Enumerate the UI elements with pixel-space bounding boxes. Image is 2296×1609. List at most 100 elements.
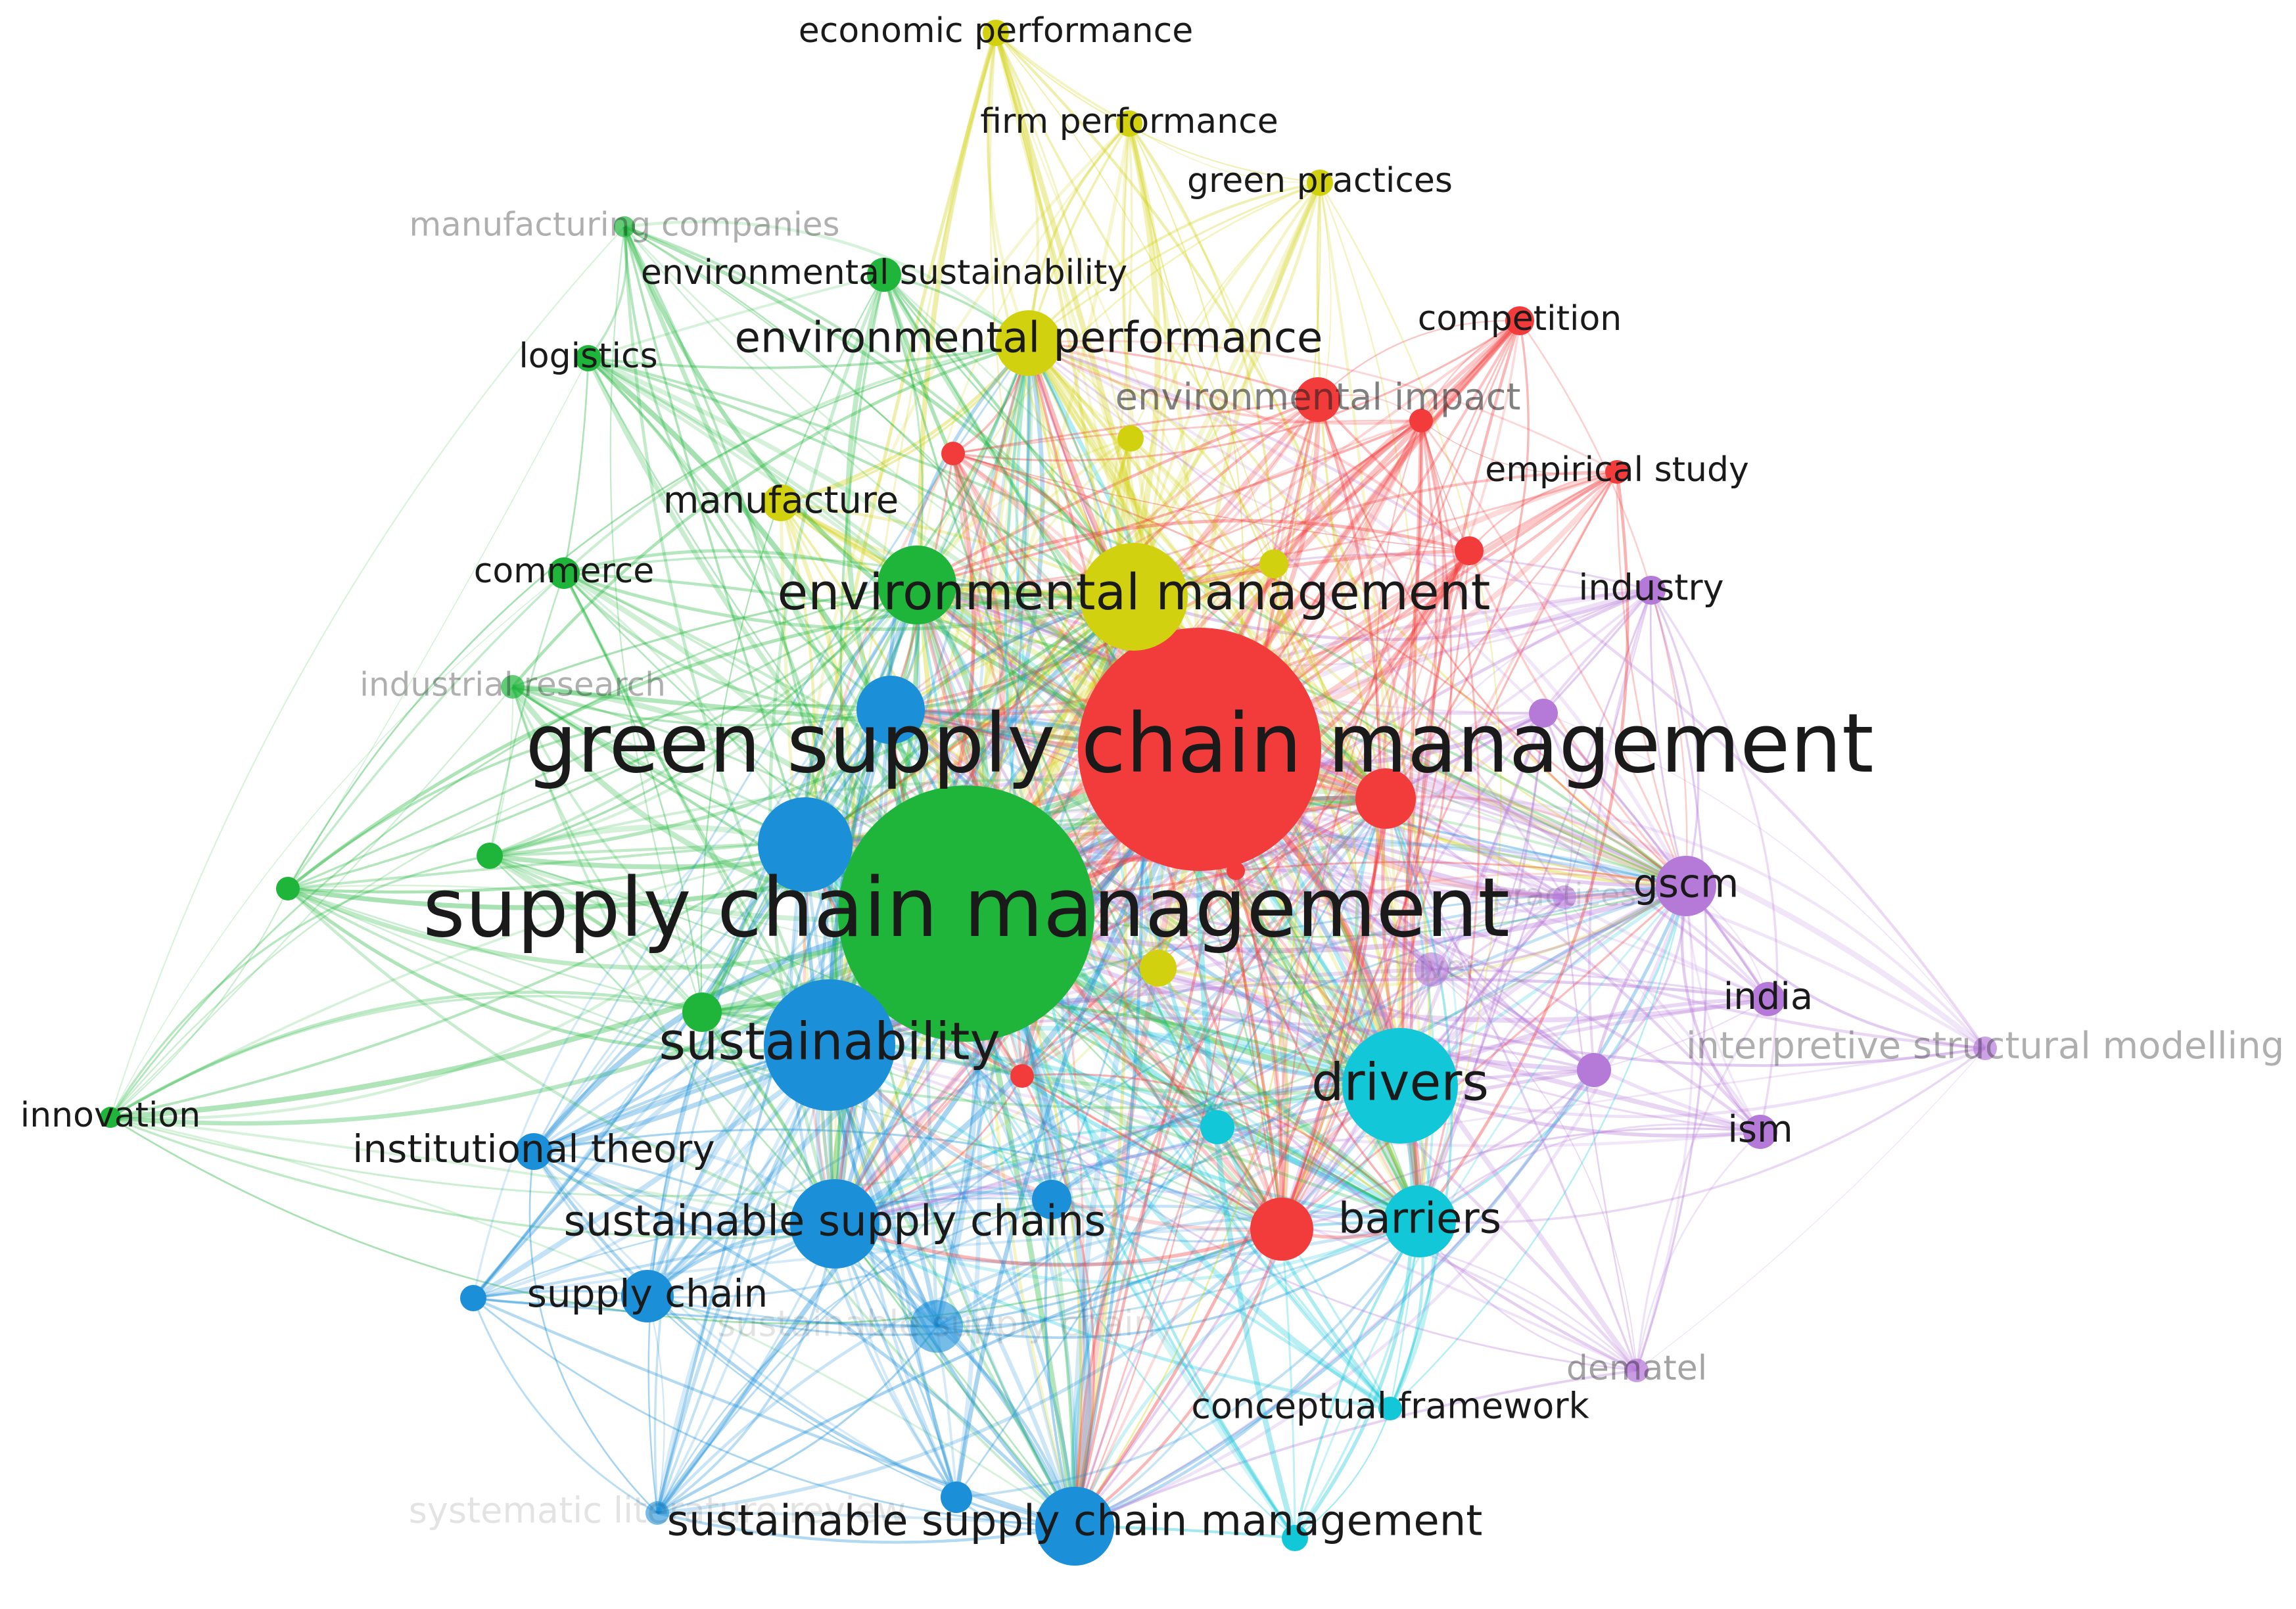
node-practices[interactable] [1553,885,1576,909]
node-ssc[interactable] [790,1179,879,1269]
node-env-sust[interactable] [867,258,901,292]
node-unlabeled[interactable] [1409,409,1433,432]
node-unlabeled[interactable] [1250,1198,1313,1261]
node-competition[interactable] [1505,306,1534,335]
node-manuf-comp[interactable] [614,216,635,237]
label-ssc: sustainable supply chains [563,1198,1106,1246]
node-ism[interactable] [1743,1115,1777,1149]
link-edge [833,1222,1077,1527]
node-unlabeled[interactable] [460,1285,486,1311]
link-edge [1317,399,1413,1086]
node-econ-perf[interactable] [983,20,1009,46]
link-edge [1635,998,1769,1371]
node-supply-chain[interactable] [621,1270,674,1322]
link-edge [533,1140,836,1225]
node-unlabeled[interactable] [1455,536,1484,565]
node-unlabeled[interactable] [1577,1053,1611,1087]
node-manufacture[interactable] [762,484,799,521]
node-ism-model[interactable] [1973,1037,1997,1060]
node-unlabeled[interactable] [941,442,965,465]
node-gscm-main[interactable] [1078,628,1321,871]
node-unlabeled[interactable] [941,1481,972,1513]
link-edge [1050,884,1687,1201]
node-industry[interactable] [1637,576,1666,605]
link-edge [489,855,1076,1527]
node-ssc-faded[interactable] [910,1300,963,1353]
node-env-perf[interactable] [996,310,1062,376]
label-gscm-main: green supply chain management [525,697,1873,791]
node-sys-lit[interactable] [645,1501,669,1525]
link-edge [916,584,1986,1050]
node-green-pract[interactable] [1307,170,1333,196]
node-unlabeled[interactable] [477,843,503,869]
link-edge [1685,885,1986,1050]
node-unlabeled[interactable] [856,676,925,744]
node-unlabeled[interactable] [1529,699,1558,728]
link-edge [883,273,1135,598]
node-unlabeled[interactable] [682,992,722,1032]
link-edge [624,225,1283,1230]
node-unlabeled[interactable] [276,877,300,900]
link-edge [1073,471,1618,1527]
link-edge [533,1129,1282,1230]
node-scm[interactable] [838,785,1094,1042]
node-conc-frame[interactable] [1378,1397,1402,1420]
node-firm-perf[interactable] [1116,110,1142,137]
node-logistics[interactable] [575,345,601,371]
node-unlabeled[interactable] [1140,950,1177,987]
link-edge [995,32,1321,183]
node-unlabeled[interactable] [1200,1110,1234,1144]
link-edge [780,342,1030,505]
node-unlabeled[interactable] [1227,862,1245,880]
node-india[interactable] [1751,982,1785,1016]
link-edge [622,226,832,1046]
node-barriers[interactable] [1384,1185,1456,1257]
node-unlabeled[interactable] [1117,425,1144,452]
node-unlabeled[interactable] [758,797,853,892]
link-edge [1128,122,1275,565]
node-inst-theory[interactable] [515,1133,552,1170]
node-emp-study[interactable] [1605,460,1629,484]
label-sys-lit: systematic literature review [409,1490,906,1531]
link-edge [1074,1069,1595,1527]
link-edge [1384,320,1530,800]
link-edge [1384,798,1458,1222]
link-edge [532,1150,1075,1528]
node-sustainability[interactable] [764,979,895,1111]
link-edge [936,1220,1421,1339]
link-edge [956,1220,1421,1499]
label-innovation: innovation [20,1096,200,1135]
node-commerce[interactable] [548,557,580,589]
node-drivers[interactable] [1342,1028,1458,1144]
node-driver[interactable] [1415,952,1449,987]
link-edge [915,584,1077,1527]
node-unlabeled[interactable] [878,546,956,624]
link-edge [828,1044,1392,1410]
node-sscm[interactable] [1035,1487,1114,1566]
node-unlabeled[interactable] [1032,1180,1071,1219]
node-innovation[interactable] [100,1107,121,1128]
link-edge [110,686,513,1118]
label-green-pract: green practices [1187,161,1453,200]
link-edge [110,888,289,1118]
link-edge [1073,320,1521,1527]
link-edge [1129,123,1321,183]
link-edge [1273,563,1387,800]
node-env-mgmt[interactable] [1080,543,1188,651]
link-edge [995,32,1135,597]
link-edge [609,226,703,1013]
link-edge [952,452,1687,887]
node-ind-research[interactable] [501,675,525,699]
link-edge [1073,1219,1420,1527]
link-edge [890,553,1652,711]
node-unlabeled[interactable] [1259,549,1288,578]
node-unlabeled[interactable] [1010,1064,1034,1088]
node-gscm[interactable] [1656,856,1716,916]
link-edge [1129,182,1321,439]
link-edge [563,358,590,574]
node-unlabeled[interactable] [1282,1525,1308,1551]
node-dematel[interactable] [1625,1359,1649,1382]
link-edge [647,1295,957,1499]
node-unlabeled[interactable] [1355,768,1416,829]
node-env-impact[interactable] [1296,377,1340,422]
